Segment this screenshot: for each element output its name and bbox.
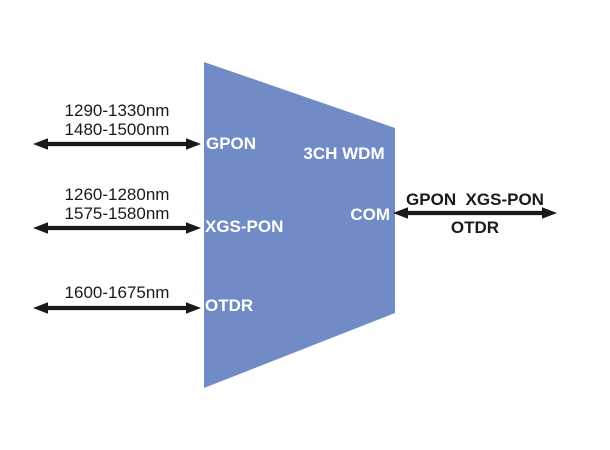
port-label-otdr: OTDR	[205, 296, 254, 315]
wavelength-range: 1575-1580nm	[64, 204, 170, 223]
arrow-head-left	[33, 222, 48, 234]
port-label-gpon: GPON	[206, 134, 257, 153]
com-signals-below: OTDR	[450, 218, 500, 237]
otdr-bidirectional-arrow	[33, 302, 201, 314]
com-signals-above: GPON XGS-PON	[406, 190, 544, 209]
wdm-trapezoid	[204, 62, 395, 388]
arrow-head-right	[186, 222, 201, 234]
wavelength-labels-gpon: 1290-1330nm 1480-1500nm	[33, 101, 201, 139]
wavelength-range: 1480-1500nm	[64, 120, 170, 139]
arrow-head-left	[33, 302, 48, 314]
wavelength-labels-xgspon: 1260-1280nm 1575-1580nm	[33, 185, 201, 223]
wdm-body-shape	[204, 62, 395, 388]
wavelength-labels-otdr: 1600-1675nm	[33, 283, 201, 302]
arrow-head-right	[542, 207, 557, 219]
wavelength-range: 1600-1675nm	[64, 283, 170, 302]
gpon-bidirectional-arrow	[33, 138, 201, 150]
arrow-head-left	[33, 138, 48, 150]
wavelength-range: 1290-1330nm	[64, 101, 170, 120]
arrow-head-right	[186, 138, 201, 150]
device-label: 3CH WDM	[303, 144, 385, 163]
arrow-head-left	[393, 207, 408, 219]
arrow-head-right	[186, 302, 201, 314]
port-label-com: COM	[350, 205, 390, 224]
port-label-xgspon: XGS-PON	[205, 217, 284, 236]
wavelength-range: 1260-1280nm	[64, 185, 170, 204]
xgspon-bidirectional-arrow	[33, 222, 201, 234]
com-bidirectional-arrow	[393, 207, 557, 219]
